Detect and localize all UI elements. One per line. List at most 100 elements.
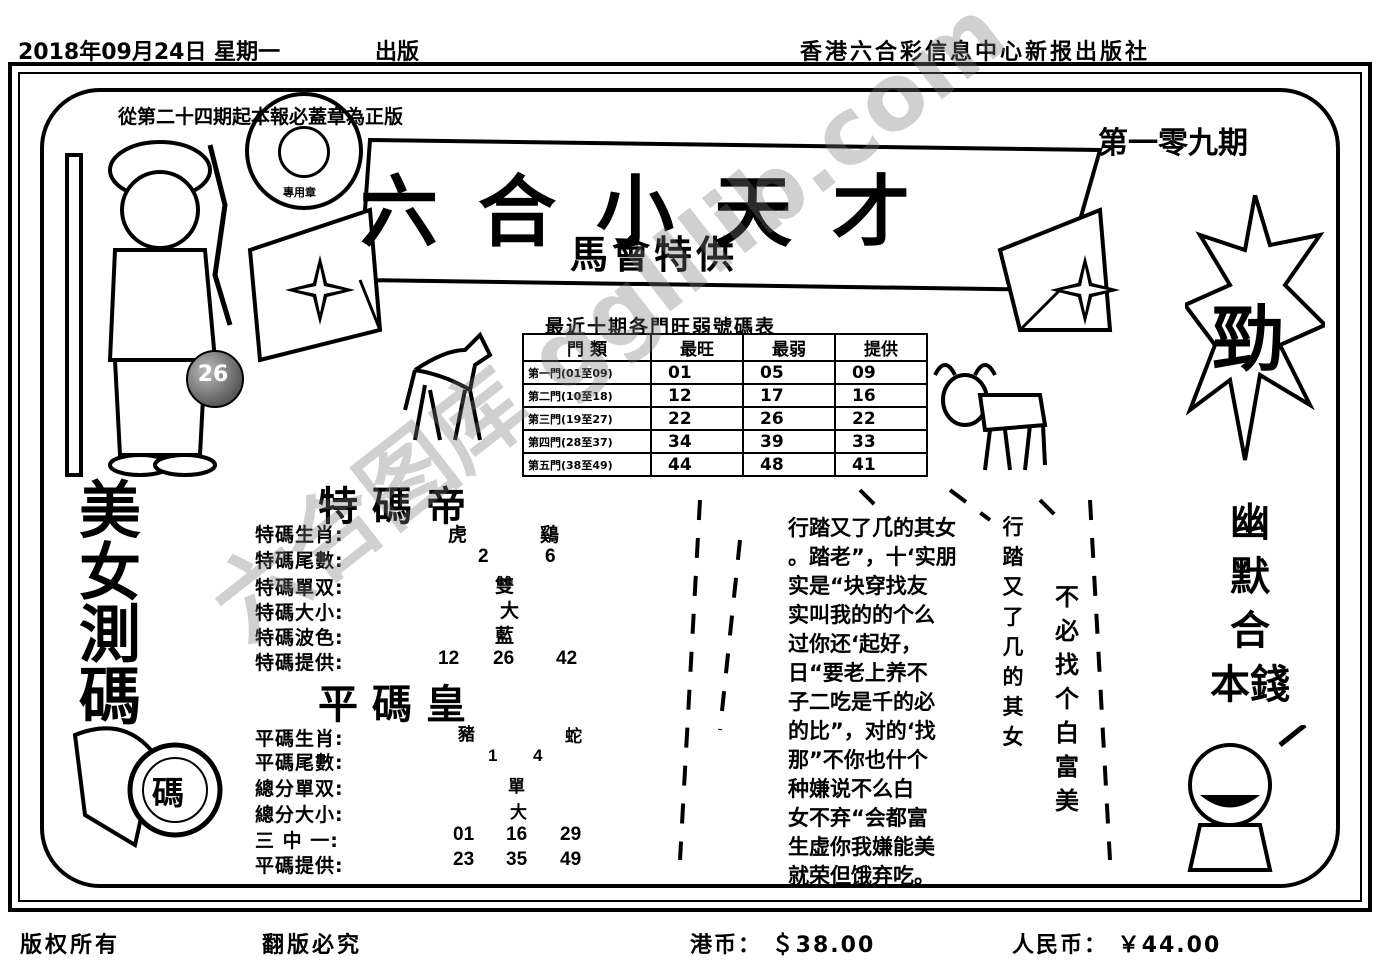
special-tail-2: 6	[545, 546, 556, 567]
publisher-name: 香港六合彩信息中心新报出版社	[800, 40, 1151, 65]
brush-strokes	[678, 488, 1112, 861]
row-pick: 33	[834, 429, 928, 454]
regular-oddeven-label: 總分單双:	[255, 778, 344, 800]
badge-char: 碼	[152, 774, 185, 812]
poem-line: 生虚你我嫌能美	[788, 835, 935, 859]
regular-three-2: 16	[506, 824, 528, 845]
poem-line: 就荣但饿弃吃。	[788, 864, 935, 888]
special-size-value: 大	[500, 601, 520, 622]
row-pick: 09	[834, 360, 928, 385]
poem-block: 行踏又了几的其女	[785, 512, 1025, 882]
row-pick: 22	[834, 406, 928, 431]
row-hot: 44	[650, 452, 744, 477]
compass-star-icon	[285, 255, 355, 325]
regular-heading: 平碼皇	[318, 681, 480, 728]
banner-subtitle: 馬會特供	[570, 232, 739, 277]
row-label: 第三門(19至27)	[522, 406, 652, 431]
footer-piracy: 翻版必究	[262, 933, 363, 958]
regular-oddeven-value: 單	[508, 777, 525, 796]
row-hot: 34	[650, 429, 744, 454]
row-cold: 48	[742, 452, 836, 477]
poem-line: 过你还‘起好，	[788, 632, 922, 656]
issue-date: 2018年09月24日 星期一	[18, 40, 281, 65]
table-row: 第四門(28至37) 34 39 33	[522, 429, 928, 454]
hot-cold-table: 門 類 最旺 最弱 提供 第一門(01至09) 01 05 09 第二門(10至…	[522, 333, 928, 477]
poem-lines: 行踏又了几的其女 。踏老”，十‘实朋 实是“块穿找友 实叫我的的个么 过你还‘起…	[788, 514, 1028, 891]
table-row: 第五門(38至49) 44 48 41	[522, 452, 928, 477]
left-char-4: 碼	[78, 660, 141, 733]
regular-three-label: 三 中 一:	[255, 830, 339, 852]
row-cold: 17	[742, 383, 836, 408]
regular-three-3: 29	[560, 824, 582, 845]
special-zodiac-1: 虎	[448, 525, 468, 546]
poem-line: 的比”，对的‘找	[788, 719, 936, 743]
footer-rmb-price: 人民币： ￥44.00	[1012, 933, 1222, 958]
poem-line: 子二吃是千的必	[788, 690, 935, 714]
row-label: 第二門(10至18)	[522, 383, 652, 408]
table-header-cold: 最弱	[742, 333, 836, 362]
row-hot: 01	[650, 360, 744, 385]
regular-picks-label: 平碼提供:	[255, 855, 344, 877]
row-cold: 39	[742, 429, 836, 454]
right-char-1: 幽	[1230, 499, 1270, 546]
regular-zodiac-2: 蛇	[565, 727, 582, 746]
poem-line: 实是“块穿找友	[788, 574, 928, 598]
stamp-text: 專用章	[283, 186, 316, 199]
left-vertical-title: 美 女 測 碼	[60, 480, 160, 728]
hunter-illustration	[65, 140, 233, 477]
regular-pick-1: 23	[453, 849, 475, 870]
lottery-ball-icon	[186, 350, 244, 408]
horse-icon	[403, 331, 493, 441]
regular-tail-2: 4	[533, 746, 543, 765]
table-row: 第三門(19至27) 22 26 22	[522, 406, 928, 431]
regular-pick-2: 35	[506, 849, 528, 870]
left-char-3: 測	[78, 598, 141, 671]
left-char-1: 美	[78, 474, 141, 547]
row-label: 第五門(38至49)	[522, 452, 652, 477]
regular-size-label: 總分大小:	[255, 804, 344, 826]
special-pick-3: 42	[556, 648, 578, 669]
regular-tail-1: 1	[488, 746, 498, 765]
poem-line: 女不弃“会都富	[788, 806, 928, 830]
poem-line: 日“要老上养不	[788, 661, 928, 685]
special-color-label: 特碼波色:	[255, 627, 344, 649]
special-pick-2: 26	[493, 648, 515, 669]
poem-line: 。踏老”，十‘实朋	[788, 545, 957, 569]
special-heading: 特碼帝	[318, 483, 480, 530]
badge-strong: 勁	[1212, 296, 1285, 381]
row-cold: 26	[742, 406, 836, 431]
inner-frame	[18, 72, 1362, 902]
regular-pick-3: 49	[560, 849, 582, 870]
footer-hkd-price: 港币： ＄38.00	[690, 933, 876, 958]
regular-zodiac-1: 豬	[458, 725, 475, 744]
table-header-category: 門 類	[522, 333, 652, 362]
special-tail-1: 2	[478, 546, 489, 567]
footer-copyright: 版权所有	[20, 933, 121, 958]
special-tail-label: 特碼尾數:	[255, 550, 344, 572]
table-title: 最近十期各門旺弱號碼表	[545, 316, 777, 338]
table-header-hot: 最旺	[650, 333, 744, 362]
poem-line: 种嫌说不么白	[788, 777, 914, 801]
right-char-2: 默	[1230, 553, 1270, 600]
cartoon-face-illustration	[1187, 725, 1307, 872]
special-zodiac-label: 特碼生肖:	[255, 524, 344, 546]
official-stamp	[245, 92, 363, 210]
special-pick-1: 12	[438, 648, 460, 669]
row-cold: 05	[742, 360, 836, 385]
left-char-2: 女	[78, 536, 141, 609]
special-zodiac-2: 鷄	[540, 525, 560, 546]
side-slogan: 不必找个白富美	[1055, 583, 1079, 815]
table-row: 第二門(10至18) 12 17 16	[522, 383, 928, 408]
starburst-icon	[1185, 195, 1325, 461]
bull-icon	[933, 363, 1048, 471]
poem-line: 实叫我的的个么	[788, 603, 935, 627]
issue-number: 第一零九期	[1098, 126, 1248, 161]
poem-line: 那”不你也什个	[788, 748, 928, 772]
special-picks-label: 特碼提供:	[255, 652, 344, 674]
lottery-ball-number: 26	[197, 362, 229, 387]
special-color-value: 藍	[495, 626, 515, 647]
regular-size-value: 大	[510, 803, 527, 822]
right-char-4: 本錢	[1210, 661, 1290, 708]
poem-line: 行踏又了几的其女	[788, 516, 956, 540]
rounded-panel	[40, 88, 1340, 888]
